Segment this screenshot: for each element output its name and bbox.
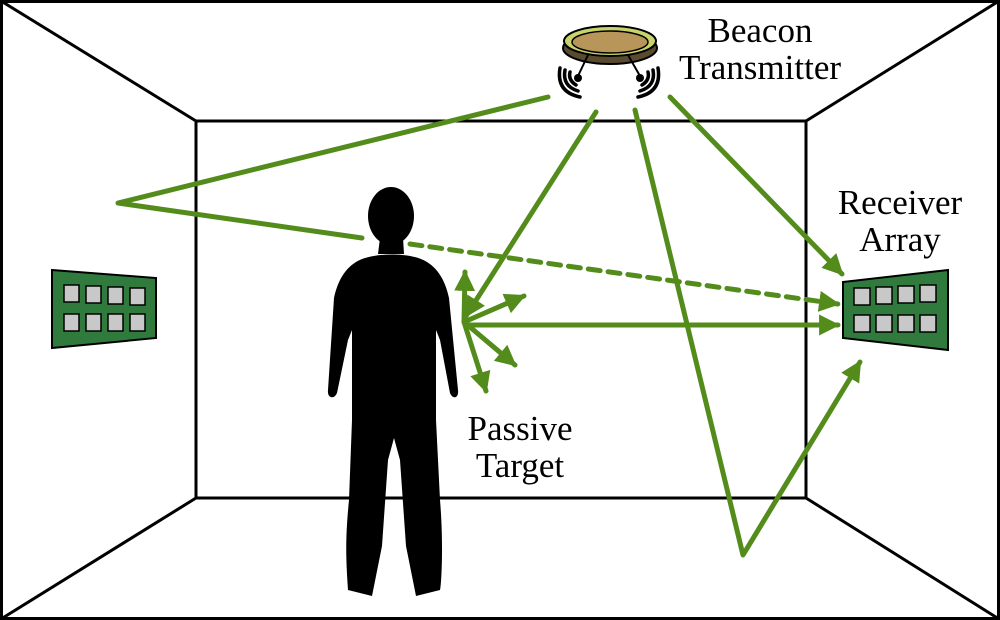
scatter-arrow-upright <box>461 293 527 325</box>
receiver-label-line1: Receiver <box>837 183 963 222</box>
signal-path-floor-bounce <box>632 107 863 558</box>
signal-path-blocked-dashed <box>407 241 841 312</box>
scatter-arrow-up <box>454 269 476 325</box>
signal-path-direct-to-receiver <box>667 94 845 277</box>
receiver-label-line2: Array <box>859 220 941 259</box>
beacon-transmitter-label: Beacon Transmitter <box>660 12 860 86</box>
beacon-label-line2: Transmitter <box>678 48 842 87</box>
room-edge-top-right <box>805 0 1000 123</box>
receiver-array-label: Receiver Array <box>820 184 980 258</box>
beacon-label-line1: Beacon <box>707 11 813 50</box>
left-wall-panel-icon <box>51 268 157 350</box>
person-silhouette-icon <box>327 187 459 596</box>
passive-target-label: Passive Target <box>440 410 600 484</box>
beacon-transmitter-icon <box>557 25 661 99</box>
receiver-array-panel-icon <box>842 268 949 352</box>
target-label-line1: Passive <box>467 409 573 448</box>
scatter-arrow-down <box>461 319 491 394</box>
room-edge-bottom-right <box>805 496 1000 620</box>
room-edge-top-left <box>0 0 197 123</box>
signal-path-left-wall-bounce <box>115 94 551 241</box>
scatter-arrow-downright <box>461 319 518 368</box>
signal-path-beacon-to-target <box>463 109 599 319</box>
room-edge-bottom-left <box>0 496 197 620</box>
room-back-wall <box>194 119 808 500</box>
signal-paths <box>115 94 863 558</box>
target-label-line2: Target <box>475 446 565 485</box>
